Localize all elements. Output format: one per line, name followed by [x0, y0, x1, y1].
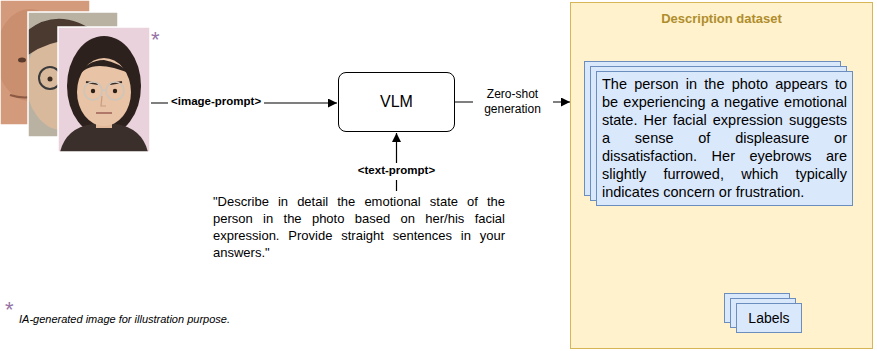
footnote-asterisk: *	[5, 297, 14, 323]
model-box: VLM	[338, 72, 455, 132]
prompt-tag: <text-prompt>	[336, 164, 457, 176]
text-prompt-arrow	[396, 133, 397, 163]
face-photo	[58, 27, 150, 152]
edge-label: Zero-shot generation	[473, 86, 553, 118]
footnote-asterisk: *	[151, 27, 160, 53]
node-text: Labels	[736, 303, 802, 333]
node-text: Description dataset	[571, 3, 872, 26]
prompt-leader-line	[396, 180, 397, 191]
description-card: The person in the photo appears to be ex…	[596, 71, 853, 206]
footnote-text: IA-generated image for illustration purp…	[19, 313, 230, 325]
dataset-panel: Description datasetThe person in the pho…	[570, 2, 873, 349]
prompt-tag: <image-prompt>	[168, 95, 264, 107]
node-text: The person in the photo appears to be ex…	[596, 71, 853, 206]
node-text: VLM	[380, 93, 413, 111]
prompt-text: "Describe in detail the emotional state …	[213, 193, 505, 261]
photo-frame	[58, 27, 150, 152]
labels-card: Labels	[736, 303, 802, 333]
